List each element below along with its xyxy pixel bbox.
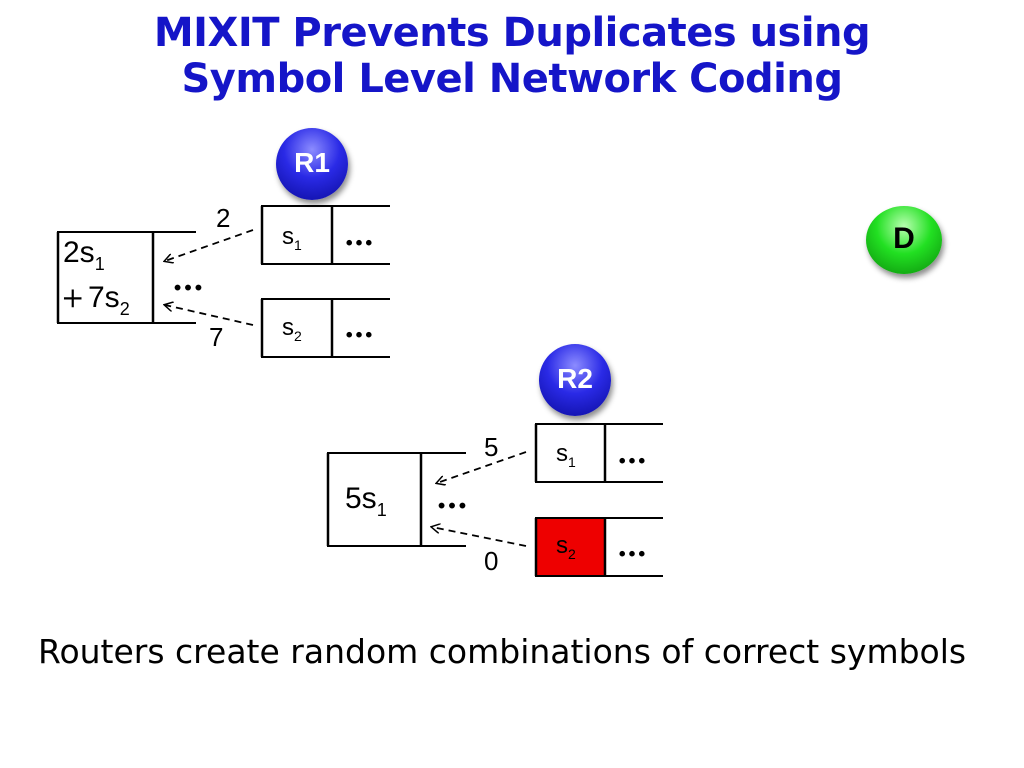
r2-p1-symbol: s (556, 440, 568, 467)
svg-text:s1: s1 (556, 440, 576, 470)
svg-text:7s2: 7s2 (88, 281, 130, 319)
r2-packet-2: s2 … (534, 517, 663, 577)
r2-p1-sub: 1 (568, 454, 576, 470)
r1-packet-1: s1 … (260, 205, 390, 265)
r2-packet-1: s1 … (534, 423, 663, 483)
svg-text:s1: s1 (282, 223, 302, 253)
r1-combo-sub-2: 2 (120, 299, 130, 319)
r2-arrow-bottom (432, 527, 527, 547)
r1-p1-symbol: s (282, 223, 294, 250)
r2-combo-dots: … (436, 478, 468, 516)
r2-p1-dots: … (617, 436, 647, 471)
svg-text:5s1: 5s1 (345, 482, 387, 520)
svg-text:s2: s2 (556, 532, 576, 562)
r2-p2-sub: 2 (568, 546, 576, 562)
r1-combo-coef-1: 2s (63, 236, 95, 269)
router-r1-label: R1 (294, 147, 330, 178)
r1-arrow-top (165, 229, 254, 261)
r2-combo-coef: 5s (345, 482, 377, 515)
slide-title: MIXIT Prevents Duplicates using Symbol L… (0, 10, 1024, 102)
r1-combo-coef-2: 7s (88, 281, 120, 314)
r1-combo-dots: … (172, 260, 204, 298)
r2-arrow-top (437, 451, 527, 483)
router-r1-node: R1 (276, 128, 348, 200)
r1-p2-dots: … (344, 310, 374, 345)
slide-caption: Routers create random combinations of co… (38, 632, 967, 671)
destination-d-label: D (893, 222, 915, 255)
r1-p1-dots: … (344, 218, 374, 253)
svg-text:s2: s2 (282, 314, 302, 344)
title-line-1: MIXIT Prevents Duplicates using (153, 10, 871, 56)
router-r2-node: R2 (539, 344, 611, 416)
destination-d-node: D (866, 206, 942, 274)
r1-coef-top: 2 (216, 203, 230, 233)
r1-coef-bottom: 7 (209, 322, 223, 352)
r1-p2-sub: 2 (294, 328, 302, 344)
r2-p2-symbol: s (556, 532, 568, 559)
r1-combo-op: + (61, 281, 84, 314)
r2-coef-top: 5 (484, 432, 498, 462)
r2-error-symbol-cell (536, 518, 605, 575)
r2-coef-bottom: 0 (484, 546, 498, 576)
svg-text:2s1: 2s1 (63, 236, 105, 274)
r2-p2-dots: … (617, 529, 647, 564)
router-r2-label: R2 (557, 363, 593, 394)
r1-p1-sub: 1 (294, 237, 302, 253)
r1-packet-2: s2 … (260, 298, 390, 358)
r1-combined-packet: 2s1 + 7s2 … (56, 231, 204, 324)
r1-p2-symbol: s (282, 314, 294, 341)
r2-combo-sub: 1 (377, 500, 387, 520)
r1-combo-sub-1: 1 (95, 254, 105, 274)
title-line-2: Symbol Level Network Coding (181, 56, 843, 102)
r2-combined-packet: 5s1 … (326, 452, 468, 547)
r1-arrow-bottom (165, 305, 254, 326)
